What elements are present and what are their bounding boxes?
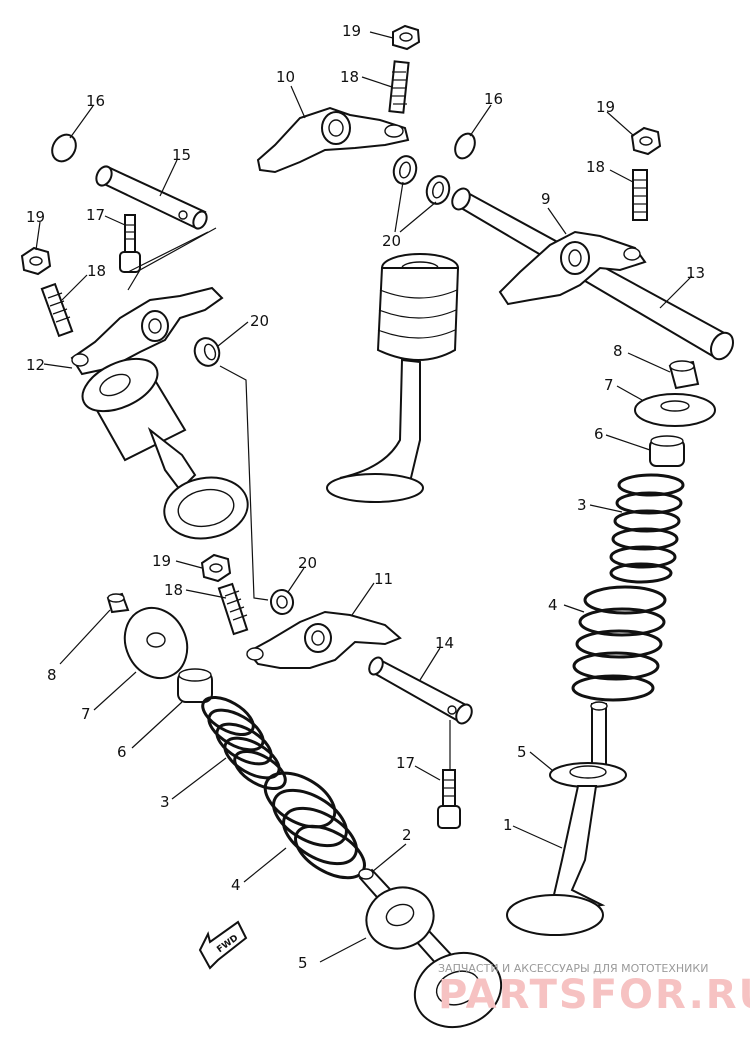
callout-3-right: 3 <box>577 496 587 514</box>
callout-12: 12 <box>26 356 45 374</box>
nut-19-top <box>392 24 421 51</box>
spring-retainer-7-left <box>123 606 189 680</box>
callout-7-left: 7 <box>81 705 91 723</box>
callout-9: 9 <box>541 190 551 208</box>
callout-5-left: 5 <box>298 954 308 972</box>
outer-spring-4-left <box>263 771 366 880</box>
callout-14: 14 <box>435 634 454 652</box>
circlip-16-left <box>51 133 77 163</box>
valve-keeper-8-left <box>106 592 130 614</box>
bolt-17-right <box>437 769 461 829</box>
forward-arrow-icon: FWD <box>198 920 248 970</box>
bolt-17-left <box>119 214 141 273</box>
callout-16-left: 16 <box>86 92 105 110</box>
callout-16-right: 16 <box>484 90 503 108</box>
callout-17-left: 17 <box>86 206 105 224</box>
callout-19-lower: 19 <box>152 552 171 570</box>
callout-2: 2 <box>402 826 412 844</box>
watermark-brand: PARTSFOR.RU <box>438 972 750 1018</box>
spring-retainer-7-right <box>634 393 716 427</box>
adjust-screw-18-top <box>388 60 410 114</box>
nut-19-right <box>630 126 662 156</box>
oil-seal-6-left <box>177 668 213 703</box>
callout-15: 15 <box>172 146 191 164</box>
callout-11: 11 <box>374 570 393 588</box>
callout-13: 13 <box>686 264 705 282</box>
leader-lines <box>35 31 693 963</box>
rocker-arm-11 <box>246 610 402 669</box>
valve-center-large <box>326 253 460 503</box>
callout-5-right: 5 <box>517 743 527 761</box>
rocker-arm-9 <box>498 230 647 306</box>
nut-19-left <box>20 246 52 276</box>
callout-8-right: 8 <box>613 342 623 360</box>
callout-labels: 19 18 10 16 15 19 17 18 12 20 16 20 19 1… <box>26 22 705 972</box>
callout-18-top: 18 <box>340 68 359 86</box>
circlip-16-right <box>454 132 476 160</box>
rocker-shaft-15 <box>95 165 208 230</box>
callout-20-lower: 20 <box>298 554 317 572</box>
rocker-arm-10 <box>256 106 410 174</box>
callout-6-left: 6 <box>117 743 127 761</box>
adjust-screw-18-lower <box>217 582 249 636</box>
collar-20-left <box>193 337 221 367</box>
callout-4-right: 4 <box>548 596 558 614</box>
watermark-subtitle: ЗАПЧАСТИ И АКСЕССУАРЫ ДЛЯ МОТОТЕХНИКИ <box>438 962 708 975</box>
watermark: ЗАПЧАСТИ И АКСЕССУАРЫ ДЛЯ МОТОТЕХНИКИ PA… <box>438 962 750 1018</box>
inner-spring-3-right <box>609 473 685 584</box>
valve-keeper-8-right <box>668 360 700 390</box>
callout-18-lower: 18 <box>164 581 183 599</box>
oil-seal-6-right <box>649 435 685 467</box>
callout-10: 10 <box>276 68 295 86</box>
valve-left-large <box>81 357 249 540</box>
collar-20-top-b <box>425 175 451 205</box>
rocker-shaft-14 <box>368 656 473 725</box>
callout-8-left: 8 <box>47 666 57 684</box>
valve-2 <box>358 868 503 1029</box>
collar-20-lower <box>269 589 295 615</box>
callout-20-left: 20 <box>250 312 269 330</box>
callout-1: 1 <box>503 816 513 834</box>
callout-7-right: 7 <box>604 376 614 394</box>
collar-20-top-a <box>392 155 418 185</box>
callout-17-right: 17 <box>396 754 415 772</box>
nut-19-lower <box>200 553 232 583</box>
callout-19-left: 19 <box>26 208 45 226</box>
valve-1 <box>506 701 627 936</box>
rocker-arm-12 <box>70 286 224 376</box>
callout-18-right: 18 <box>586 158 605 176</box>
callout-3-left: 3 <box>160 793 170 811</box>
adjust-screw-18-left <box>40 282 74 338</box>
callout-18-left: 18 <box>87 262 106 280</box>
inner-spring-3-left <box>201 695 287 791</box>
outer-spring-4-right <box>571 585 667 702</box>
callout-4-left: 4 <box>231 876 241 894</box>
callout-19-right: 19 <box>596 98 615 116</box>
callout-19-top: 19 <box>342 22 361 40</box>
callout-20-top: 20 <box>382 232 401 250</box>
adjust-screw-18-right <box>632 169 648 221</box>
callout-6-right: 6 <box>594 425 604 443</box>
